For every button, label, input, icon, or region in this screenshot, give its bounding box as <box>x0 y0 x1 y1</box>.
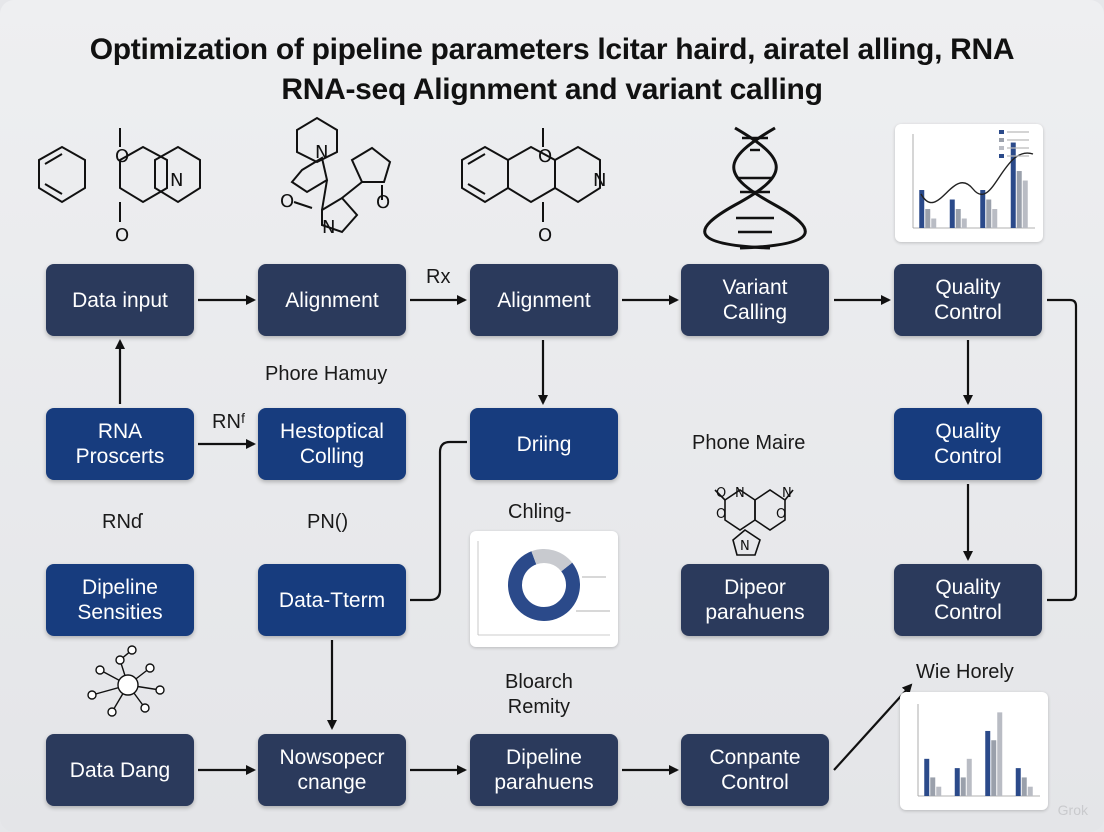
bar <box>986 199 992 228</box>
bar <box>924 758 930 796</box>
node-data-dang[interactable]: Data Dang <box>46 734 194 806</box>
node-dipeline-sensities[interactable]: Dipeline Sensities <box>46 564 194 636</box>
label-rn9: RNɗ <box>102 511 143 533</box>
molecule-icon <box>290 116 392 234</box>
atom-label: N <box>782 486 792 501</box>
bar <box>985 730 991 796</box>
node-dipeor-parahuens[interactable]: Dipeor parahuens <box>681 564 829 636</box>
donut-slice <box>531 549 573 572</box>
legend-swatch <box>999 154 1004 158</box>
label-chling: Chling- <box>508 501 572 523</box>
bar <box>954 768 960 796</box>
watermark: Grok <box>1057 802 1088 818</box>
chart-card-bars <box>900 692 1048 810</box>
node-data-input[interactable]: Data input <box>46 264 194 336</box>
diagram-title-line-2: RNA-seq Alignment and variant calling <box>281 73 823 106</box>
node-nowsopecr-cnange[interactable]: Nowsopecr cnange <box>258 734 406 806</box>
node-alignment-1[interactable]: Alignment <box>258 264 406 336</box>
atom-label: O <box>716 507 726 522</box>
bar <box>925 209 931 228</box>
atom-label: O <box>115 225 129 246</box>
chart-card-donut <box>470 531 618 647</box>
legend-swatch <box>999 130 1004 134</box>
bar-chart-trend <box>912 130 1035 229</box>
node-quality-control-3[interactable]: Quality Control <box>894 564 1042 636</box>
atom-label: O <box>280 191 294 212</box>
legend-swatch <box>999 138 1004 142</box>
bar <box>1022 180 1028 228</box>
bar-chart-grouped <box>917 704 1040 797</box>
donut-chart <box>477 541 610 636</box>
bar <box>1027 786 1033 796</box>
bar <box>1021 777 1027 796</box>
node-conpante-control[interactable]: Conpante Control <box>681 734 829 806</box>
connector-data-tterm-to-driing <box>410 440 467 602</box>
label-phone-maire: Phone Maire <box>692 432 806 454</box>
molecule-icon <box>38 128 201 222</box>
node-quality-control-2[interactable]: Quality Control <box>894 408 1042 480</box>
bar <box>955 209 961 228</box>
node-quality-control-1[interactable]: Quality Control <box>894 264 1042 336</box>
node-variant-calling[interactable]: Variant Calling <box>681 264 829 336</box>
atom-label: O <box>716 486 726 501</box>
atom-label: O <box>376 192 390 213</box>
node-rna-proscerts[interactable]: RNA Proscerts <box>46 408 194 480</box>
legend-swatch <box>999 146 1004 150</box>
atom-label: N <box>740 539 750 554</box>
bar <box>1016 171 1022 228</box>
atom-label: N <box>735 486 745 501</box>
bar <box>992 209 998 228</box>
bar <box>966 758 972 796</box>
bar <box>997 712 1003 796</box>
label-rn-arrow: RNᶠ <box>212 411 246 433</box>
diagram-title-line-1: Optimization of pipeline parameters lcit… <box>89 33 1015 66</box>
molecule-icon <box>461 128 601 222</box>
atom-label: O <box>776 507 786 522</box>
label-rx: Rx <box>426 266 451 288</box>
trend-line <box>920 152 1034 204</box>
bar <box>960 777 966 796</box>
atom-label: N <box>315 142 328 163</box>
bar <box>980 190 986 228</box>
atom-label: N <box>593 170 606 191</box>
bar <box>1015 768 1021 796</box>
label-wie-horely: Wie Horely <box>916 661 1014 683</box>
node-driing[interactable]: Driing <box>470 408 618 480</box>
node-dipeline-parahuens[interactable]: Dipeline parahuens <box>470 734 618 806</box>
connector-quality-loop <box>1047 298 1078 602</box>
atom-label: N <box>170 170 183 191</box>
node-hestoptical-colling[interactable]: Hestoptical Colling <box>258 408 406 480</box>
bar <box>991 740 997 796</box>
bar <box>1010 142 1016 228</box>
bar <box>936 786 942 796</box>
bar <box>930 777 936 796</box>
atom-label: O <box>538 225 552 246</box>
atom-label: O <box>538 146 552 167</box>
arrow-conpante-to-chart <box>833 683 913 771</box>
bar <box>949 199 955 228</box>
atom-label: N <box>322 217 335 238</box>
bar <box>931 218 937 228</box>
atom-label: O <box>115 146 129 167</box>
bar <box>919 190 925 228</box>
label-bloarch-remity: Bloarch Remity <box>505 671 573 718</box>
molecule-icon <box>714 489 794 556</box>
bar <box>961 218 967 228</box>
node-alignment-2[interactable]: Alignment <box>470 264 618 336</box>
node-data-tterm[interactable]: Data-Tterm <box>258 564 406 636</box>
label-pn: PN() <box>307 511 349 533</box>
chart-card-trend <box>895 124 1043 242</box>
label-phore-hamuy: Phore Hamuy <box>265 363 388 385</box>
donut-slice <box>508 551 580 621</box>
